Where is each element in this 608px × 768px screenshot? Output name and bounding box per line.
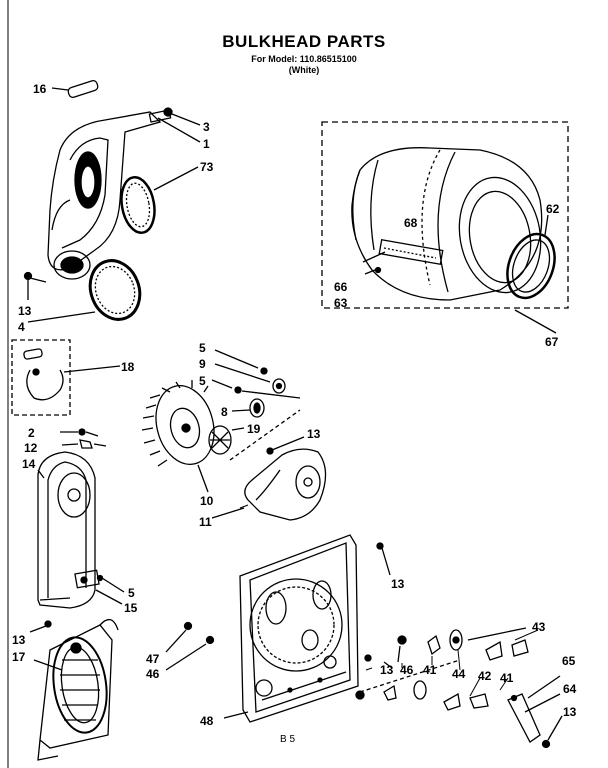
callout-65: 65 (562, 654, 576, 668)
callout-73: 73 (200, 160, 214, 174)
part-13-screw-b (266, 436, 305, 455)
callout-66: 66 (334, 280, 348, 294)
label-leaders (239, 504, 539, 697)
callout-10: 10 (200, 494, 214, 508)
part-16-glide (51, 79, 99, 99)
drum-assembly-box (321, 121, 569, 309)
page-title: BULKHEAD PARTS (222, 32, 386, 51)
part-4-felt-seal (27, 259, 142, 323)
part-47-46-hardware (165, 621, 215, 671)
callout-14: 14 (22, 457, 36, 471)
part-18-harness-box (11, 339, 71, 416)
part-62-drum-seal (506, 214, 556, 300)
part-18-harness (23, 348, 121, 401)
callout-46-a: 46 (146, 667, 160, 681)
model-subtitle: For Model: 110.86515100 (251, 54, 357, 64)
callout-41-a: 41 (423, 663, 437, 677)
part-48-rear-bulkhead (223, 534, 391, 723)
part-13-screw-c (29, 620, 52, 633)
leader-67 (514, 309, 557, 334)
footer-code: B 5 (280, 734, 295, 745)
callout-13-c: 13 (12, 633, 26, 647)
part-19-impeller (208, 425, 245, 455)
callout-46-b: 46 (400, 663, 414, 677)
callout-2: 2 (28, 426, 35, 440)
callout-11: 11 (199, 515, 212, 529)
callout-68: 68 (404, 216, 418, 230)
callout-43: 43 (532, 620, 546, 634)
part-73-seal (120, 166, 199, 234)
callout-5-b: 5 (199, 374, 206, 388)
part-67-drum (351, 147, 543, 301)
callout-9: 9 (199, 357, 206, 371)
callout-1: 1 (203, 137, 210, 151)
color-note: (White) (288, 65, 320, 75)
callout-19: 19 (247, 422, 261, 436)
part-11-blower-housing (211, 409, 327, 521)
part-17-motor-bracket (33, 618, 119, 761)
callout-13-a: 13 (18, 304, 32, 318)
callout-41-b: 41 (500, 671, 514, 685)
part-10-blower-wheel (141, 380, 215, 493)
callout-67: 67 (545, 335, 559, 349)
part-2-12-hardware (60, 428, 107, 449)
callout-13-f: 13 (563, 705, 577, 719)
callout-16: 16 (33, 82, 47, 96)
part-13-screw-a (23, 271, 47, 300)
part-65-64-idler-arm (507, 675, 563, 749)
callout-8: 8 (221, 405, 228, 419)
callout-13-e: 13 (380, 663, 394, 677)
callout-17: 17 (12, 650, 26, 664)
part-14-drive-belt (37, 451, 100, 609)
part-5-9-5-8-hardware (211, 349, 301, 418)
callout-47: 47 (146, 652, 160, 666)
callout-62: 62 (546, 202, 560, 216)
callout-18: 18 (121, 360, 135, 374)
callout-5-a: 5 (199, 341, 206, 355)
callout-64: 64 (563, 682, 577, 696)
part-5-15-hardware (95, 574, 125, 605)
callout-13-b: 13 (307, 427, 321, 441)
callout-3: 3 (203, 120, 210, 134)
callout-63: 63 (334, 296, 348, 310)
callout-15: 15 (124, 601, 138, 615)
callout-4: 4 (18, 320, 25, 334)
callout-42: 42 (478, 669, 492, 683)
part-1-front-bulkhead (47, 109, 201, 280)
callout-13-d: 13 (391, 577, 405, 591)
part-43-44-42-41-hardware (355, 627, 529, 711)
callout-5-c: 5 (128, 586, 135, 600)
callout-44: 44 (452, 667, 466, 681)
callout-48: 48 (200, 714, 214, 728)
callout-12: 12 (24, 441, 38, 455)
